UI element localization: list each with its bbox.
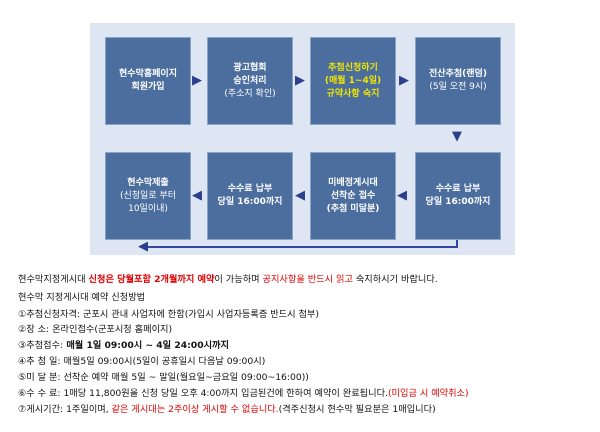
step-submit-banner: 현수막제출 (신청일로 부터 10일이내) [105,152,191,240]
item-text: 1매당 11,800원을 신청 당일 오후 4:00까지 입금된건에 한하여 예… [60,388,388,399]
step-subtext: (5일 오전 9시) [429,82,487,92]
step-text: 10일이내) [128,203,168,214]
step-subtext: (주소지 확인) [224,88,276,99]
step-text: (추첨 미달분) [326,203,380,214]
step-text: 광고협회 [233,62,267,73]
step-text: 현수막제출 [127,177,169,188]
item-shortfall: ⑤미 달 분: 선착순 예약 매월 5일 ~ 말일(월요일~금요일 09:00~… [18,371,309,385]
item-text: 온라인접수(군포시청 홈페이지) [49,324,173,335]
step-text: 회원가입 [131,82,165,92]
arrow-left-icon: ◀ [138,239,148,254]
item-label: ⑦게시기간: [18,404,64,415]
intro-text: 이 가능하며 [214,274,263,285]
step-fee-payment-1: 수수료 납부 당일 16:00까지 [415,152,501,240]
arrow-left-icon: ◀ [397,188,407,203]
step-text: 규약사항 숙지 [326,88,380,99]
item-warning: 같은 게시대는 2주이상 게시할 수 없습니다. [111,404,279,415]
step-text: 당일 16:00까지 [425,197,491,207]
loop-line [456,240,458,248]
info-section: 현수막지정게시대 신청은 당월포함 2개월까지 예약이 가능하며 공지사항을 반… [0,268,600,432]
intro-text: 현수막지정게시대 [18,274,89,285]
step-text: 현수막홈페이지 [119,69,177,79]
item-label: ③추첨접수: [18,340,64,351]
step-text: 미배정게시대 [328,177,378,188]
item-warning: (미입금 시 예약취소) [387,388,469,399]
arrow-right-icon: ▶ [192,73,202,88]
step-text: 전산추첨(랜덤) [429,69,487,79]
item-text: 군포시 관내 사업자에 한함(가입시 사업자등록증 반드시 첨부) [80,309,319,320]
step-text: 추첨신청하기 [328,62,378,73]
step-text: 수수료 납부 [227,184,273,194]
item-text: 매월 1일 09:00시 ~ 4일 24:00시까지 [63,340,229,351]
arrow-right-icon: ▶ [295,73,305,88]
step-unassigned-first-come: 미배정게시대 선착순 접수 (추첨 미달분) [310,152,396,240]
step-text: 승인처리 [233,75,267,86]
step-text: 선착순 접수 [330,190,376,201]
item-fee: ⑥수 수 료: 1매당 11,800원을 신청 당일 오후 4:00까지 입금된… [18,387,469,401]
step-member-signup: 현수막홈페이지 회원가입 [105,37,191,125]
loop-line [146,246,458,248]
arrow-left-icon: ◀ [295,188,305,203]
item-place: ②장 소: 온라인접수(군포시청 홈페이지) [18,323,172,337]
item-label: ④추 첨 일: [18,356,61,367]
arrow-down-icon: ▼ [452,129,462,144]
step-text: 당일 16:00까지 [217,197,283,207]
arrow-left-icon: ◀ [192,188,202,203]
intro-highlight: 신청은 당월포함 2개월까지 예약 [88,274,215,285]
item-label: ⑤미 달 분: [18,372,61,383]
step-fee-payment-2: 수수료 납부 당일 16:00까지 [207,152,293,240]
arrow-right-icon: ▶ [399,73,409,88]
step-lottery-apply: 추첨신청하기 (매월 1~4일) 규약사항 숙지 [310,37,396,125]
item-posting-period: ⑦게시기간: 1주일이며, 같은 게시대는 2주이상 게시할 수 없습니다.(격… [18,403,436,417]
method-title: 현수막 지정게시대 예약 신청방법 [18,292,146,303]
item-label: ②장 소: [18,324,50,335]
step-text: (신청일로 부터 [119,190,177,201]
item-label: ⑥수 수 료: [18,388,61,399]
item-eligibility: ①추첨신청자격: 군포시 관내 사업자에 한함(가입시 사업자등록증 반드시 첨… [18,308,319,322]
item-text: (격주신청시 현수막 필요분은 1매입니다) [278,404,436,415]
step-text: 수수료 납부 [435,184,481,194]
item-text: 매월5일 09:00시(5일이 공휴일시 다음날 09:00시) [60,356,266,367]
step-computer-lottery: 전산추첨(랜덤) (5일 오전 9시) [415,37,501,125]
item-text: 1주일이며, [63,404,112,415]
item-text: 선착순 예약 매월 5일 ~ 말일(월요일~금요일 09:00~16:00)) [60,372,309,383]
intro-line: 현수막지정게시대 신청은 당월포함 2개월까지 예약이 가능하며 공지사항을 반… [18,273,438,287]
intro-highlight: 공지사항을 반드시 읽고 [262,274,353,285]
step-approval: 광고협회 승인처리 (주소지 확인) [207,37,293,125]
intro-text: 숙지하시기 바랍니다. [352,274,438,285]
step-text: (매월 1~4일) [324,75,382,86]
item-lottery-date: ④추 첨 일: 매월5일 09:00시(5일이 공휴일시 다음날 09:00시) [18,355,265,369]
item-application-period: ③추첨접수: 매월 1일 09:00시 ~ 4일 24:00시까지 [18,339,229,353]
item-label: ①추첨신청자격: [18,309,81,320]
